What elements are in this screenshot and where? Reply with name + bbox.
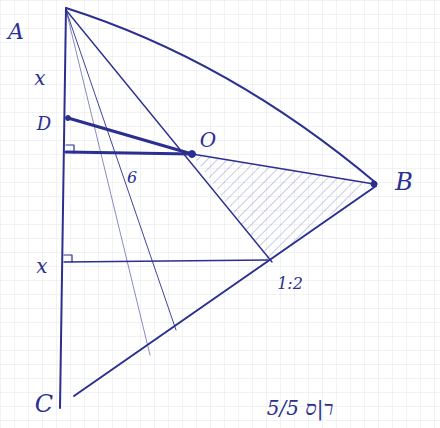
line-a-thin (66, 10, 176, 330)
side-ac (60, 8, 66, 408)
point-label: O (198, 129, 218, 151)
line-a-thin (66, 10, 150, 355)
segment-do (68, 118, 192, 154)
point-label: x (32, 67, 47, 89)
point-label: 5/5 ר|ס (265, 397, 336, 419)
point-label: 6 (125, 169, 139, 187)
point-label: B (393, 169, 415, 195)
point-label: x (34, 255, 49, 277)
segment-ob (192, 154, 374, 184)
point-o (189, 151, 196, 158)
height-segment (64, 260, 268, 262)
point-d (66, 116, 71, 121)
side-cb (74, 186, 376, 396)
point-label: A (6, 20, 26, 44)
point-b (371, 181, 377, 187)
point-label: D (35, 114, 53, 134)
right-angle-mark (64, 255, 72, 262)
side-ab (66, 8, 376, 183)
point-label: C (33, 391, 55, 417)
height-segment (66, 152, 192, 154)
point-label: 1:2 (275, 275, 305, 293)
right-angle-mark (66, 145, 74, 153)
